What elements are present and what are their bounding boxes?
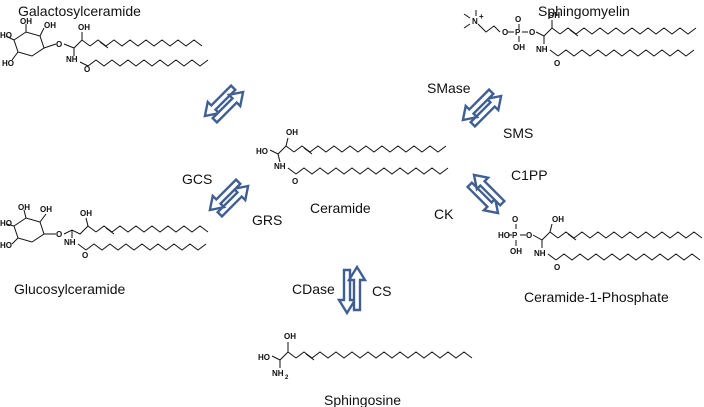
cdase-label: CDase — [292, 281, 335, 297]
c1pp-label: C1PP — [511, 167, 548, 183]
o-text: O — [84, 65, 90, 74]
o-text: O — [529, 28, 535, 37]
sphingomyelin-structure: N + O P O OH O OH NH O — [463, 10, 697, 68]
arrow-reverse — [208, 177, 243, 212]
sphingosine-label: Sphingosine — [324, 392, 402, 407]
o-text: O — [554, 263, 560, 272]
o-text: O — [56, 40, 62, 49]
galactosylceramide-ceramide-arrows — [203, 83, 245, 125]
cs-label: CS — [372, 283, 392, 299]
ck-label: CK — [434, 206, 454, 222]
ho-text: HO — [256, 147, 268, 156]
sphingosine-structure: HO OH NH 2 — [258, 332, 473, 381]
oh-text: OH — [20, 17, 32, 26]
ceramide-1-phosphate-structure: O HO P OH O OH NH O — [498, 215, 703, 272]
nh-text: NH — [64, 238, 76, 247]
ho-text: HO — [0, 219, 12, 228]
oh-text: OH — [40, 205, 52, 214]
ceramide-structure: HO OH NH O — [256, 128, 449, 186]
p-text: P — [512, 231, 518, 240]
galactosylceramide-label: Galactosylceramide — [18, 3, 141, 19]
oh-text: OH — [18, 203, 30, 212]
o-text: O — [554, 59, 560, 68]
sphingomyelin-label: Sphingomyelin — [538, 3, 630, 19]
glucosylceramide-ceramide-arrows — [208, 177, 250, 219]
o-text: O — [56, 230, 62, 239]
nh-text: NH — [534, 249, 546, 258]
oh-text: OH — [552, 215, 564, 224]
galactosylceramide-structure: OH OH HO HO O OH NH O — [0, 17, 209, 74]
arrow-reverse — [210, 90, 245, 125]
ceramide-label: Ceramide — [310, 200, 371, 216]
oh-text: OH — [44, 21, 56, 30]
nh-text: NH — [66, 55, 78, 64]
nh-text: NH — [274, 162, 286, 171]
glucosylceramide-label: Glucosylceramide — [14, 281, 126, 297]
sub2-text: 2 — [285, 375, 289, 381]
n-plus-text: N — [472, 17, 478, 26]
arrow-down — [336, 268, 358, 316]
p-text: P — [515, 28, 521, 37]
oh-text: OH — [78, 23, 90, 32]
ho-text: HO — [258, 353, 270, 362]
plus-text: + — [479, 12, 484, 21]
ho-text: HO — [0, 31, 12, 40]
arrow-reverse — [472, 173, 507, 208]
o-text: O — [502, 28, 508, 37]
nh2-text: NH — [272, 369, 284, 378]
glucosylceramide-structure: OH OH HO HO O OH NH O — [0, 203, 209, 260]
ho-text: HO — [2, 59, 14, 68]
o-text: O — [526, 231, 532, 240]
arrow-up — [346, 264, 368, 312]
oh-text: OH — [284, 332, 296, 341]
o-text: O — [512, 215, 518, 224]
oh-text: OH — [510, 247, 522, 256]
oh-text: OH — [286, 128, 298, 137]
smase-label: SMase — [427, 80, 471, 96]
gcs-label: GCS — [182, 171, 213, 187]
sphingosine-ceramide-arrows — [336, 264, 368, 316]
o-text: O — [515, 15, 521, 24]
oh-text: OH — [80, 209, 92, 218]
arrow-reverse — [461, 87, 496, 122]
sphingomyelin-ceramide-arrows — [461, 87, 503, 129]
o-text: O — [82, 251, 88, 260]
ho-text: HO — [0, 241, 12, 250]
ceramide1phosphate-ceramide-arrows — [465, 173, 507, 215]
ceramide-1-phosphate-label: Ceramide-1-Phosphate — [524, 289, 669, 305]
sms-label: SMS — [503, 125, 534, 141]
oh-text: OH — [548, 11, 560, 20]
nh-text: NH — [536, 45, 548, 54]
ho-text: HO — [498, 231, 510, 240]
o-text: O — [292, 177, 298, 186]
oh-text: OH — [513, 43, 525, 52]
grs-label: GRS — [252, 212, 283, 228]
